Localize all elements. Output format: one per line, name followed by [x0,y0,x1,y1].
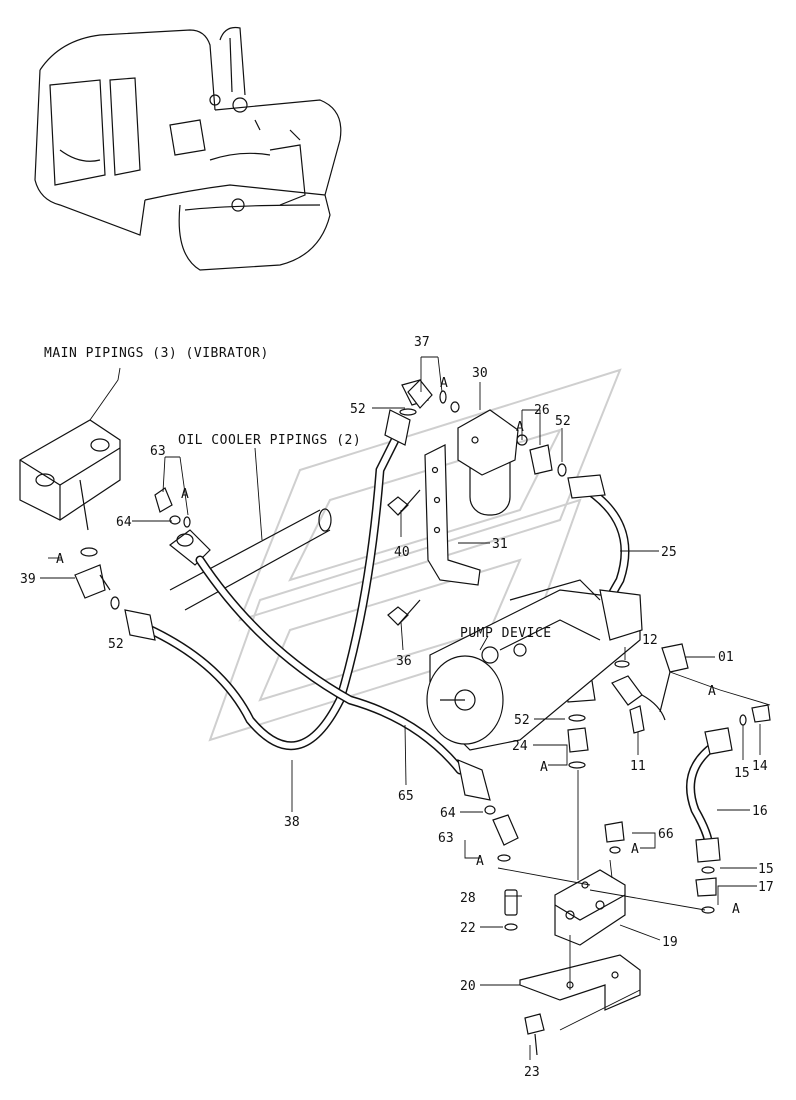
part-number-40: 40 [394,545,410,560]
part-number-15: 15 [758,862,774,877]
part-number-24: 24 [512,739,528,754]
callout-pump-device: PUMP DEVICE [460,626,552,641]
part-number-01: 01 [718,650,734,665]
hose-16 [686,727,733,863]
main-pipings-block [19,419,121,610]
part-number-23: 23 [524,1065,540,1080]
part-number-11: 11 [630,759,646,774]
part-number-66: 66 [658,827,674,842]
part-number-65: 65 [398,789,414,804]
connection-mark-a: A [181,487,189,502]
leader-lines [40,356,761,1060]
part-number-52: 52 [108,637,124,652]
callout-main-pipings: MAIN PIPINGS (3) (VIBRATOR) [44,346,269,361]
part-number-22: 22 [460,921,476,936]
small-fittings [154,379,771,1056]
valve-block-19 [554,869,626,946]
connection-lines [497,671,771,1031]
part-number-25: 25 [661,545,677,560]
bracket-20 [519,954,641,1011]
connection-mark-a: A [540,760,548,775]
part-number-39: 39 [20,572,36,587]
part-number-63: 63 [438,831,454,846]
pump-device [426,579,643,751]
part-number-28: 28 [460,891,476,906]
connection-mark-a: A [440,376,448,391]
part-number-52: 52 [555,414,571,429]
part-number-30: 30 [472,366,488,381]
hose-38 [124,379,429,751]
connection-mark-a: A [476,854,484,869]
bracket-31 [424,444,481,586]
part-number-15: 15 [734,766,750,781]
part-number-38: 38 [284,815,300,830]
part-number-17: 17 [758,880,774,895]
part-number-52: 52 [514,713,530,728]
connection-mark-a: A [732,902,740,917]
part-number-12: 12 [642,633,658,648]
excavator-overview [34,26,342,271]
part-number-64: 64 [440,806,456,821]
part-number-63: 63 [150,444,166,459]
filter-30 [457,409,528,516]
part-number-64: 64 [116,515,132,530]
connection-mark-a: A [708,684,716,699]
part-number-37: 37 [414,335,430,350]
connection-mark-a: A [56,552,64,567]
part-number-20: 20 [460,979,476,994]
hose-65 [195,555,491,801]
part-number-52: 52 [350,402,366,417]
part-number-14: 14 [752,759,768,774]
part-number-19: 19 [662,935,678,950]
part-number-16: 16 [752,804,768,819]
part-number-36: 36 [396,654,412,669]
connection-mark-a: A [516,420,524,435]
part-number-31: 31 [492,537,508,552]
part-number-26: 26 [534,403,550,418]
connection-mark-a: A [631,842,639,857]
callout-oil-cooler-pipings: OIL COOLER PIPINGS (2) [178,433,361,448]
